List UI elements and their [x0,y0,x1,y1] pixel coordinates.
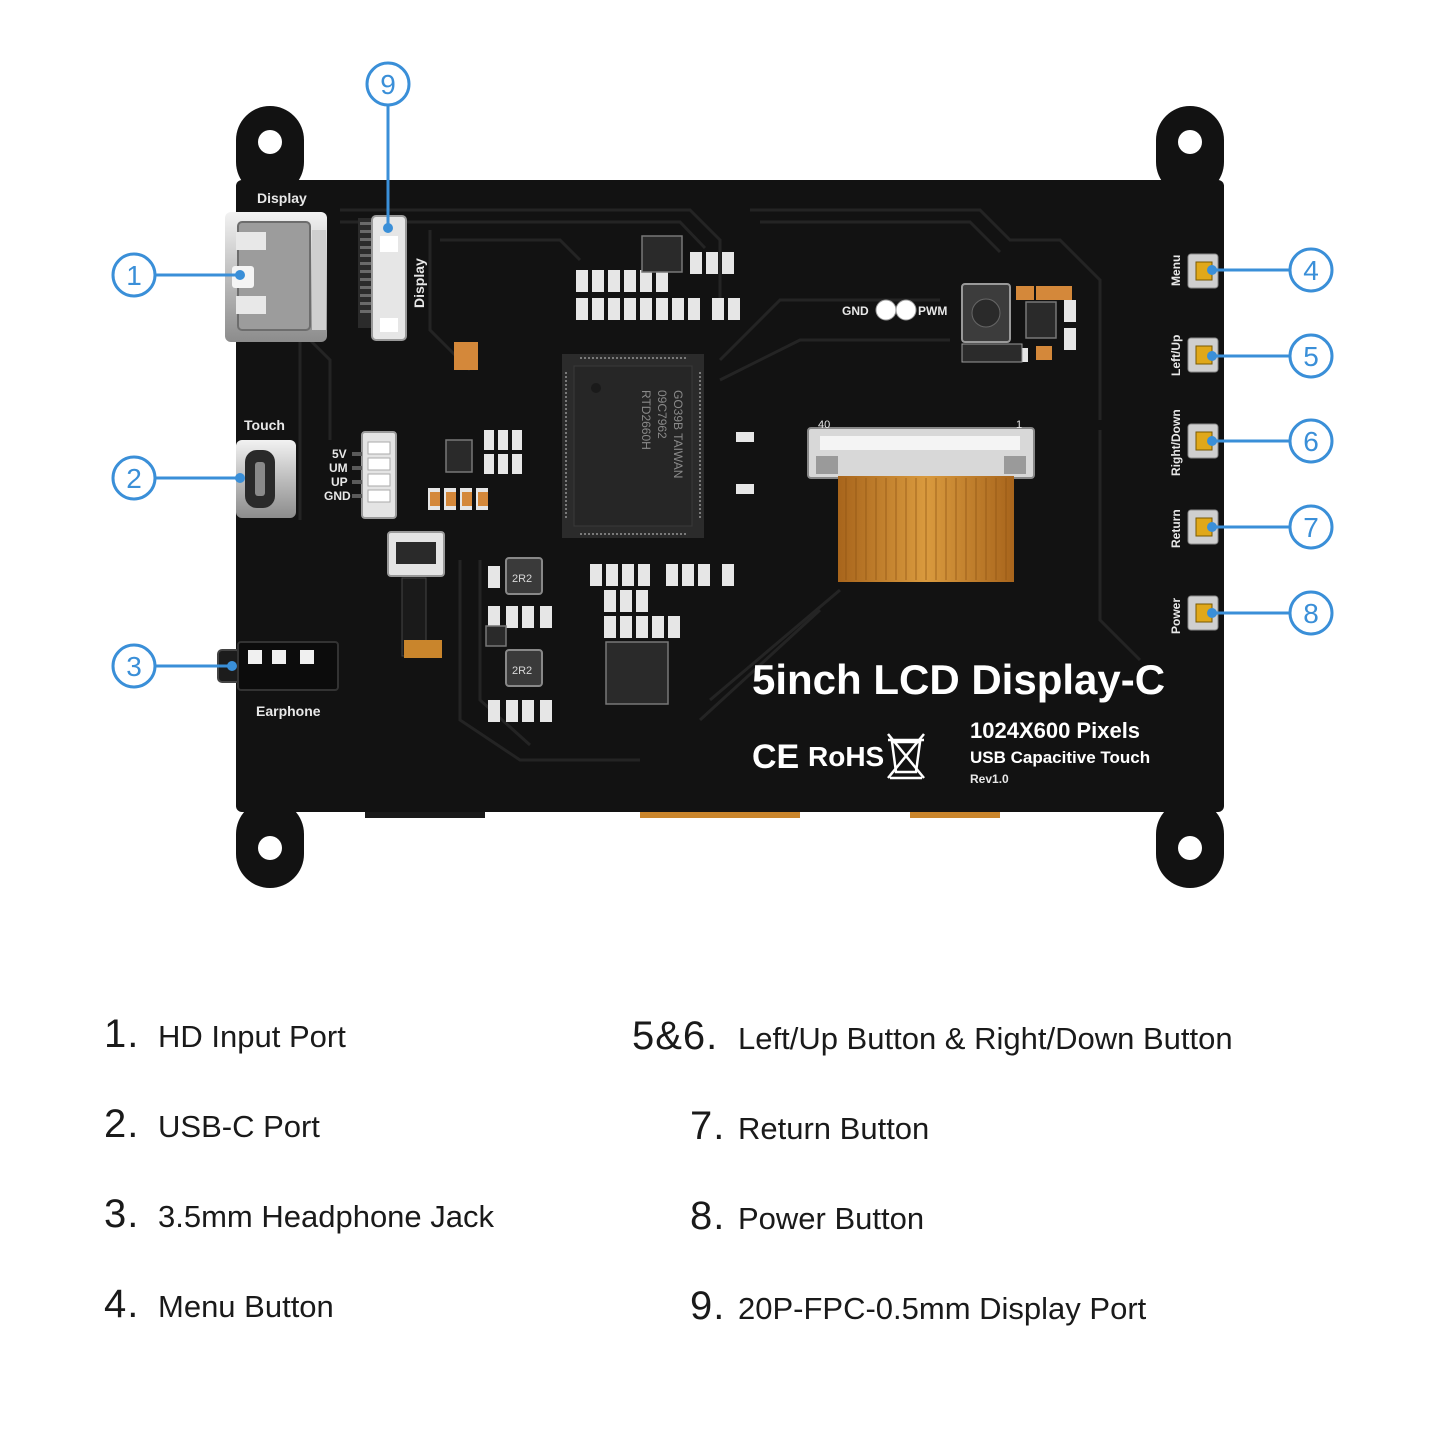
weee-bin-icon [887,733,925,780]
lcd-fpc-connector [807,427,1035,582]
legend-text: Return Button [738,1111,930,1146]
mount-hole [1178,130,1202,154]
legend-item-2: 2. USB-C Port [104,1102,320,1147]
power-silk-label: Power [1169,598,1183,634]
fpc-pin-1-label: 1 [1016,419,1022,431]
right-down-button [1187,423,1219,459]
callout-2: 2 [126,463,142,494]
legend-text: 3.5mm Headphone Jack [158,1199,495,1234]
touch-type-label: USB Capacitive Touch [970,748,1150,767]
product-title: 5inch LCD Display-C [752,656,1165,703]
small-ics [445,235,1057,705]
chip-text-line2: 09C7962 [655,390,669,439]
fpc-pin-40-label: 40 [818,419,830,431]
pin-5v-label: 5V [332,447,347,461]
power-inductor [505,283,1023,687]
callout-6: 6 [1303,426,1319,457]
legend-number: 9. [690,1284,726,1328]
display-silk-label: Display [257,190,307,206]
legend-item-7: 7. Return Button [690,1104,929,1149]
legend-item-8: 8. Power Button [690,1194,924,1239]
callout-9: 9 [380,69,396,100]
legend-text: 20P-FPC-0.5mm Display Port [738,1291,1147,1326]
resolution-label: 1024X600 Pixels [970,718,1140,743]
menu-button [1187,253,1219,289]
main-controller-chip [562,354,704,538]
callout-1: 1 [126,260,142,291]
legend-text: Menu Button [158,1289,334,1324]
right-down-silk-label: Right/Down [1169,409,1183,476]
ce-mark: CE [752,738,799,776]
pin-um-label: UM [329,461,348,475]
legend-text: Power Button [738,1201,925,1236]
menu-silk-label: Menu [1169,255,1183,286]
legend-item-9: 9. 20P-FPC-0.5mm Display Port [690,1284,1146,1329]
legend-number: 3. [104,1192,140,1236]
fpc-display-port [358,215,407,341]
mount-hole [1178,836,1202,860]
callout-4: 4 [1303,255,1319,286]
usb-c-port [236,440,296,518]
legend-number: 5&6. [632,1014,719,1058]
rohs-mark: RoHS [808,741,884,772]
mount-hole [258,130,282,154]
callouts [111,61,1334,689]
chip-text-line1: RTD2660H [639,390,653,450]
legend-text: Left/Up Button & Right/Down Button [738,1021,1233,1056]
pin-up-label: UP [331,475,348,489]
callout-5: 5 [1303,341,1319,372]
legend-number: 2. [104,1102,140,1146]
inductor-label-1: 2R2 [512,573,532,585]
legend-number: 8. [690,1194,726,1238]
earphone-silk-label: Earphone [256,703,321,719]
legend-number: 4. [104,1282,140,1326]
legend-text: HD Input Port [158,1019,346,1054]
legend-item-1: 1. HD Input Port [104,1012,346,1057]
gnd-label: GND [842,304,869,318]
headphone-jack [217,641,339,691]
callout-3: 3 [126,651,142,682]
callout-8: 8 [1303,598,1319,629]
hd-input-port [225,212,327,342]
legend-number: 1. [104,1012,140,1056]
legend-number: 7. [690,1104,726,1148]
gnd-pwm-pads [875,299,917,321]
inductor-label-2: 2R2 [512,665,532,677]
callout-7: 7 [1303,512,1319,543]
power-button [1187,595,1219,631]
pin-gnd-label: GND [324,489,351,503]
small-fpc-connector [387,531,445,658]
legend-text: USB-C Port [158,1109,320,1144]
pwm-label: PWM [918,304,947,318]
chip-text-line3: GO39B TAIWAN [671,390,685,478]
touch-header-connector [352,431,397,519]
display-vertical-silk-label: Display [411,258,427,308]
legend-item-5-6: 5&6. Left/Up Button & Right/Down Button [632,1014,1233,1059]
left-up-button [1187,337,1219,373]
touch-silk-label: Touch [244,417,285,433]
revision-label: Rev1.0 [970,772,1009,786]
legend-item-3: 3. 3.5mm Headphone Jack [104,1192,494,1237]
left-up-silk-label: Left/Up [1169,335,1183,376]
return-silk-label: Return [1169,509,1183,548]
orange-capacitors [430,286,1072,506]
mount-hole [258,836,282,860]
legend-item-4: 4. Menu Button [104,1282,334,1327]
lcd-board-illustration: Display Display Touch 5V UM UP GND [111,61,1334,888]
